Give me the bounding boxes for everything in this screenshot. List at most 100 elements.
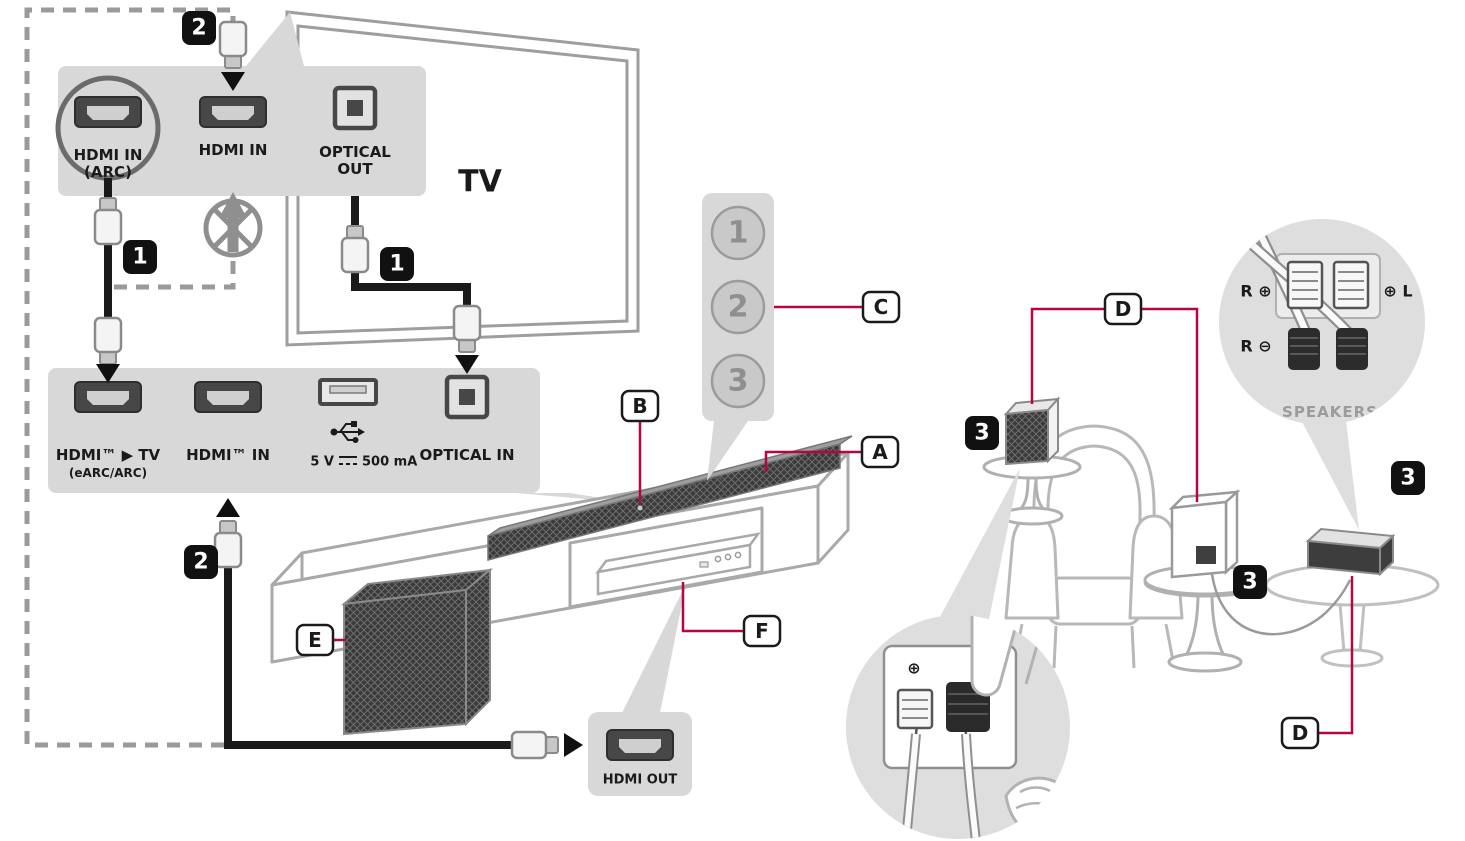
- hdmi-plug-soundbar-in: [213, 519, 243, 569]
- badge-step1-optical-num: 1: [389, 252, 404, 277]
- callout-letter-b: B: [632, 394, 647, 418]
- hdmi-stb-cable: [224, 558, 516, 749]
- selector-circle-1: [710, 205, 766, 261]
- armchair-left-arm: [1004, 514, 1060, 620]
- selector-number-2: 2: [728, 290, 749, 325]
- soundbar-indicator-dot: [637, 505, 643, 511]
- subwoofer-device: [340, 567, 494, 736]
- wiring-wire-right-core: [963, 733, 979, 839]
- right-speaker-wire: [1210, 573, 1352, 636]
- right-speaker-front-face: [1170, 500, 1228, 579]
- usb-volts-label: 5 V: [310, 455, 334, 470]
- tv-hdmi-arc-label-line2: (ARC): [84, 163, 132, 181]
- callout-line-d-receiver: [1318, 576, 1354, 735]
- soundbar-hdmi-out-sublabel: (eARC/ARC): [69, 466, 147, 480]
- hdmi-plug-arc-top: [93, 196, 123, 246]
- right-table-base: [1167, 651, 1243, 673]
- right-table-stem: [1184, 592, 1226, 657]
- tv-panel-pointer: [246, 12, 304, 66]
- soundbar-hdmi-in-label: HDMI™ IN: [186, 446, 270, 464]
- badge-step2-top: [182, 11, 216, 45]
- receiver-table-stem: [1338, 603, 1366, 653]
- armchair-back-cushion: [1046, 444, 1142, 561]
- badge-step2-bottom: [184, 545, 218, 579]
- callout-letter-d2: D: [1292, 721, 1309, 745]
- wiring-zoom-pointer: [934, 468, 1020, 634]
- armchair-seat: [1046, 576, 1142, 626]
- badge-step3-right-num: 3: [1242, 570, 1257, 595]
- badge-step1-arc-num: 1: [132, 245, 147, 270]
- prohibited-connection-symbol: [203, 192, 263, 258]
- hdmi-plug-stb-out: [510, 730, 560, 760]
- callout-letter-a: A: [872, 440, 888, 464]
- dc-symbol-icon: [339, 456, 357, 465]
- badge-step1-optical: [380, 247, 414, 281]
- callout-letter-boxes: A B C D D E F: [295, 290, 1320, 750]
- terminal-post-right-coils: [1338, 337, 1366, 355]
- terminal-clip-left-ridges: [1292, 271, 1318, 300]
- usb-icon-dot: [352, 437, 359, 443]
- terminal-post-right: [1336, 328, 1368, 370]
- tv-label: TV: [458, 165, 502, 200]
- soundbar-optical-in-label: OPTICAL IN: [419, 446, 514, 464]
- tv-hdmi-in-port-icon: [199, 96, 267, 128]
- callout-box-b: [620, 389, 660, 423]
- soundbar-hdmi-out-label: HDMI™ ▶ TV: [56, 446, 161, 464]
- stb-hdmi-out-port-icon: [606, 729, 674, 761]
- subwoofer-side-face: [465, 567, 491, 727]
- terminal-post-left-coils: [1290, 337, 1318, 355]
- tv-hdmi-in-label: HDMI IN: [199, 141, 268, 159]
- optical-plug-bottom: [452, 304, 482, 354]
- badge-step3-left-speaker: [965, 416, 999, 450]
- hdmi-out-box: HDMI OUT: [588, 712, 692, 796]
- badge-step3-left-num: 3: [974, 421, 989, 446]
- callout-box-f: [742, 614, 782, 648]
- left-speaker-side-face: [1047, 396, 1059, 464]
- usb-icon: [330, 421, 365, 443]
- arrow-into-stb-hdmi-out: [564, 733, 583, 757]
- usb-icon-arrowhead: [358, 428, 365, 436]
- rear-speaker-left: [1003, 396, 1061, 466]
- hdmi-plug-arc-bottom: [93, 316, 123, 366]
- stb-button-1: [714, 555, 722, 563]
- callout-box-d2: [1280, 716, 1320, 750]
- selector-number-3: 3: [728, 364, 749, 399]
- step-badges: 2 1 1 2 3 3 3: [123, 11, 1425, 599]
- tv-ports-panel: HDMI IN (ARC) HDMI IN OPTICAL OUT: [55, 66, 426, 196]
- soundbar-ports-panel: HDMI™ ▶ TV (eARC/ARC) HDMI™ IN 5 V 500 m…: [48, 368, 540, 493]
- terminal-label-l-plus: ⊕ L: [1383, 282, 1412, 301]
- badge-step3-right-speaker: [1233, 565, 1267, 599]
- receiver-front-face: [1307, 539, 1381, 576]
- badge-step2-top-num: 2: [191, 16, 206, 41]
- selector-circle-2: [710, 279, 766, 335]
- selector-panel: 1 2 3: [702, 193, 774, 421]
- stb-hdmi-out-label: HDMI OUT: [603, 773, 678, 788]
- soundbar-usb-port-icon: [318, 378, 378, 406]
- terminal-post-left: [1288, 328, 1320, 370]
- callout-box-d: [1103, 292, 1143, 326]
- terminal-clip-right-ridges: [1338, 271, 1364, 300]
- callout-box-c: [861, 290, 901, 324]
- usb-icon-branch-up: [339, 423, 352, 433]
- soundbar-ports-panel-bg: [48, 368, 540, 493]
- badge-step1-arc: [123, 240, 157, 274]
- callout-box-a: [860, 435, 900, 469]
- badge-step3-terminal-num: 3: [1400, 466, 1415, 491]
- dashed-route-loop: [24, 7, 236, 748]
- tv-optical-out-label-line2: OUT: [337, 160, 373, 178]
- arrow-into-soundbar-hdmi-in: [216, 498, 240, 517]
- dashed-cable-route: [24, 7, 236, 748]
- terminal-zoom-pointer: [1299, 416, 1359, 530]
- callout-line-a: [764, 450, 862, 472]
- callout-lines: [333, 305, 1354, 735]
- terminal-clip-right: [1332, 260, 1370, 310]
- callout-line-d-left: [1030, 307, 1105, 404]
- callout-letter-c: C: [874, 295, 889, 319]
- right-speaker-side-face: [1224, 489, 1239, 575]
- prohibited-circle: [203, 198, 263, 258]
- tv-hdmi-arc-label-line1: HDMI IN: [74, 146, 143, 164]
- rear-speaker-right: [1168, 489, 1241, 579]
- subwoofer-front-face: [343, 588, 467, 736]
- prohibited-arrow-head: [219, 192, 247, 218]
